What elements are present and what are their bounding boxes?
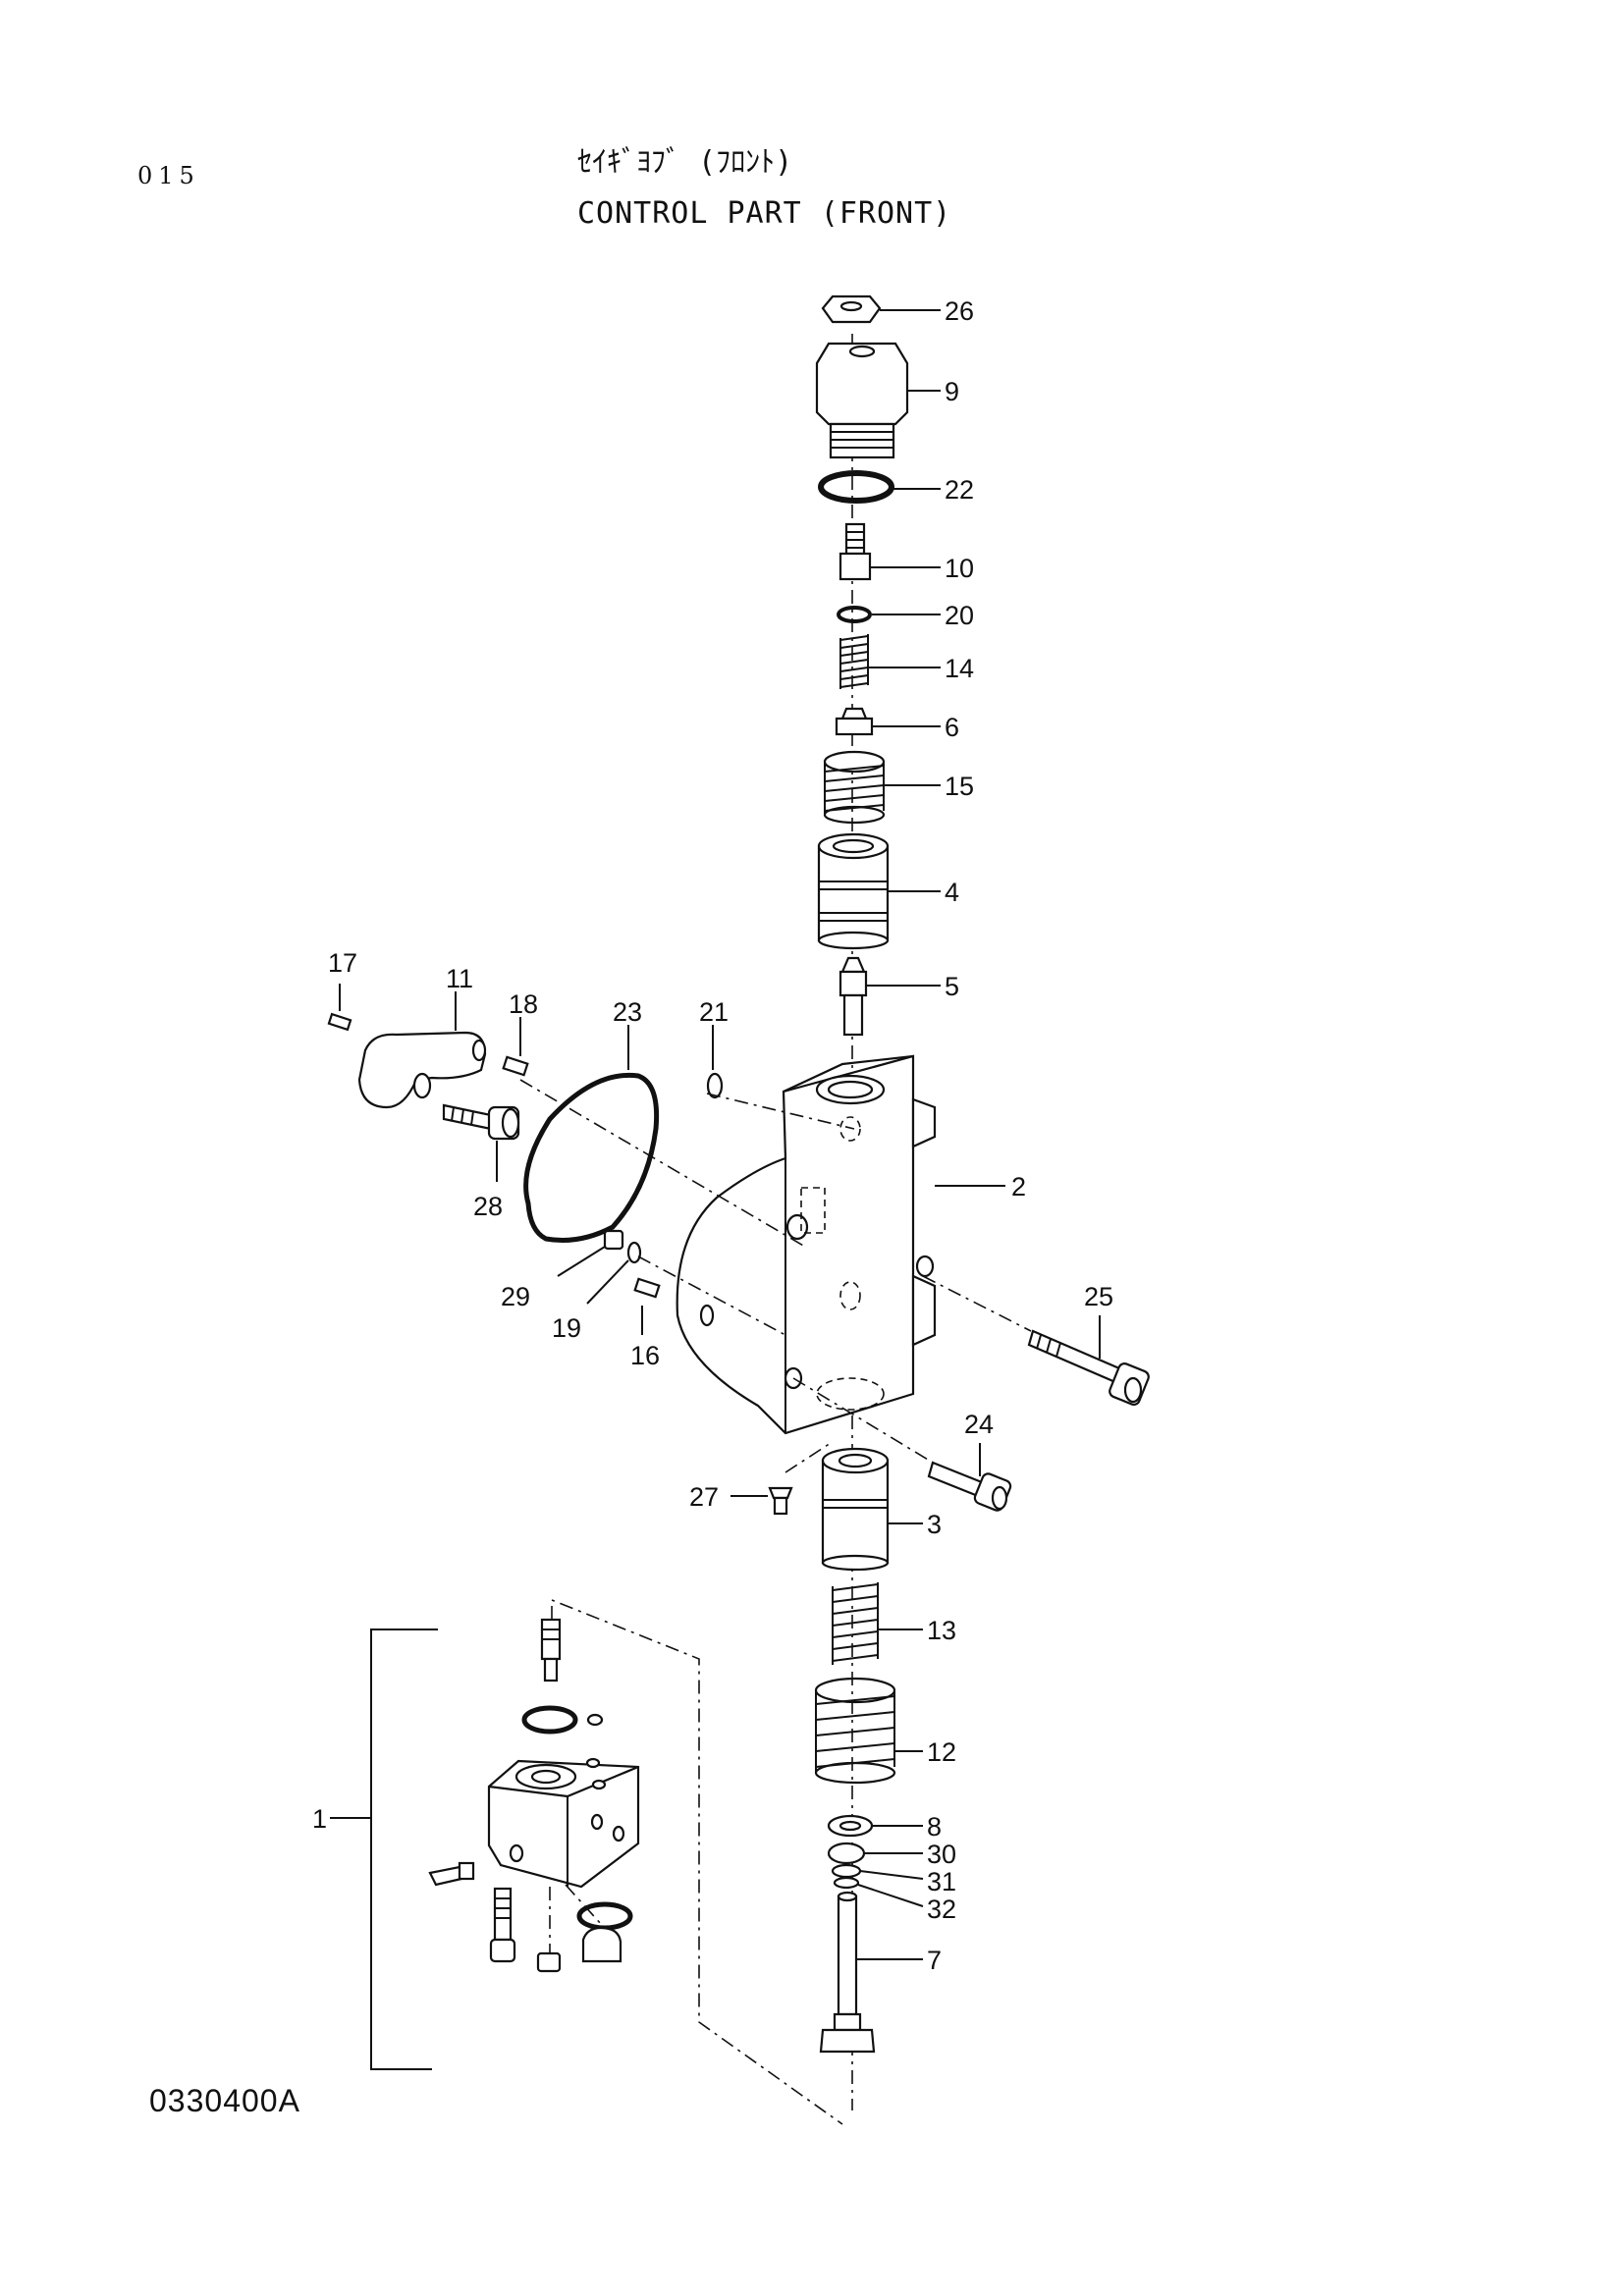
part-24-bolt bbox=[792, 1377, 1012, 1512]
label-part-20: 20 bbox=[945, 601, 974, 630]
label-part-30: 30 bbox=[927, 1840, 956, 1869]
label-part-7: 7 bbox=[927, 1946, 942, 1975]
part-13-spring bbox=[832, 1582, 923, 1665]
part-1-subassembly bbox=[330, 1598, 843, 2125]
part-15-spring bbox=[823, 750, 941, 825]
part-14-spring bbox=[839, 634, 941, 689]
label-part-22: 22 bbox=[945, 475, 974, 505]
page-number: 015 bbox=[137, 162, 200, 189]
label-part-15: 15 bbox=[945, 772, 974, 801]
part-21-o-ring bbox=[706, 1025, 724, 1099]
label-part-29: 29 bbox=[501, 1282, 530, 1311]
part-25-bolt bbox=[922, 1275, 1150, 1406]
part-19-o-ring bbox=[586, 1241, 642, 1305]
part-12-spring bbox=[814, 1677, 923, 1785]
label-part-1: 1 bbox=[312, 1804, 327, 1834]
label-part-19: 19 bbox=[552, 1313, 581, 1343]
label-part-12: 12 bbox=[927, 1737, 956, 1767]
part-5-spool bbox=[839, 956, 941, 1037]
part-10-plunger bbox=[839, 522, 941, 581]
label-part-28: 28 bbox=[473, 1192, 503, 1221]
part-30-seat bbox=[827, 1842, 923, 1865]
label-part-11: 11 bbox=[446, 964, 473, 993]
part-16-pin bbox=[633, 1277, 661, 1335]
label-part-21: 21 bbox=[699, 997, 729, 1027]
part-17-pin bbox=[327, 984, 352, 1032]
label-part-10: 10 bbox=[945, 554, 974, 583]
label-part-17: 17 bbox=[328, 948, 357, 978]
label-part-5: 5 bbox=[945, 972, 959, 1001]
part-6-seat bbox=[835, 707, 941, 736]
part-27-screw bbox=[730, 1442, 832, 1516]
part-3-sleeve bbox=[821, 1447, 923, 1572]
part-2-housing bbox=[676, 1054, 1005, 1435]
part-32-ring bbox=[833, 1876, 924, 1907]
part-23-gasket bbox=[523, 1025, 660, 1243]
part-31-ring bbox=[831, 1863, 924, 1880]
alignment-line bbox=[706, 1093, 855, 1130]
label-part-8: 8 bbox=[927, 1812, 942, 1842]
label-part-23: 23 bbox=[613, 997, 642, 1027]
part-8-washer bbox=[827, 1814, 923, 1838]
part-28-bolt bbox=[442, 1103, 520, 1182]
label-part-16: 16 bbox=[630, 1341, 660, 1370]
label-part-6: 6 bbox=[945, 713, 959, 742]
title-japanese: ｾｲｷﾞﾖﾌﾞ (ﾌﾛﾝﾄ) bbox=[577, 145, 793, 180]
label-part-24: 24 bbox=[964, 1410, 994, 1439]
part-20-o-ring bbox=[837, 606, 941, 623]
label-part-2: 2 bbox=[1011, 1172, 1026, 1201]
label-part-13: 13 bbox=[927, 1616, 956, 1645]
label-part-27: 27 bbox=[689, 1482, 719, 1512]
part-7-rod bbox=[819, 1891, 923, 2054]
label-part-9: 9 bbox=[945, 377, 959, 406]
label-part-14: 14 bbox=[945, 654, 974, 683]
page-title: CONTROL PART (FRONT) bbox=[577, 196, 952, 231]
label-part-32: 32 bbox=[927, 1895, 956, 1924]
part-9-cap bbox=[815, 342, 941, 459]
figure-code: 0330400A bbox=[149, 2083, 300, 2118]
part-29-plug bbox=[557, 1229, 624, 1277]
part-26-nut bbox=[821, 294, 941, 324]
label-part-31: 31 bbox=[927, 1867, 956, 1896]
label-part-4: 4 bbox=[945, 878, 959, 907]
label-part-26: 26 bbox=[945, 296, 974, 326]
part-18-pin bbox=[502, 1017, 529, 1077]
part-11-lever bbox=[357, 991, 487, 1109]
part-22-o-ring bbox=[818, 470, 941, 504]
label-part-18: 18 bbox=[509, 989, 538, 1019]
part-4-sleeve bbox=[817, 832, 941, 950]
label-part-25: 25 bbox=[1084, 1282, 1113, 1311]
label-part-3: 3 bbox=[927, 1510, 942, 1539]
